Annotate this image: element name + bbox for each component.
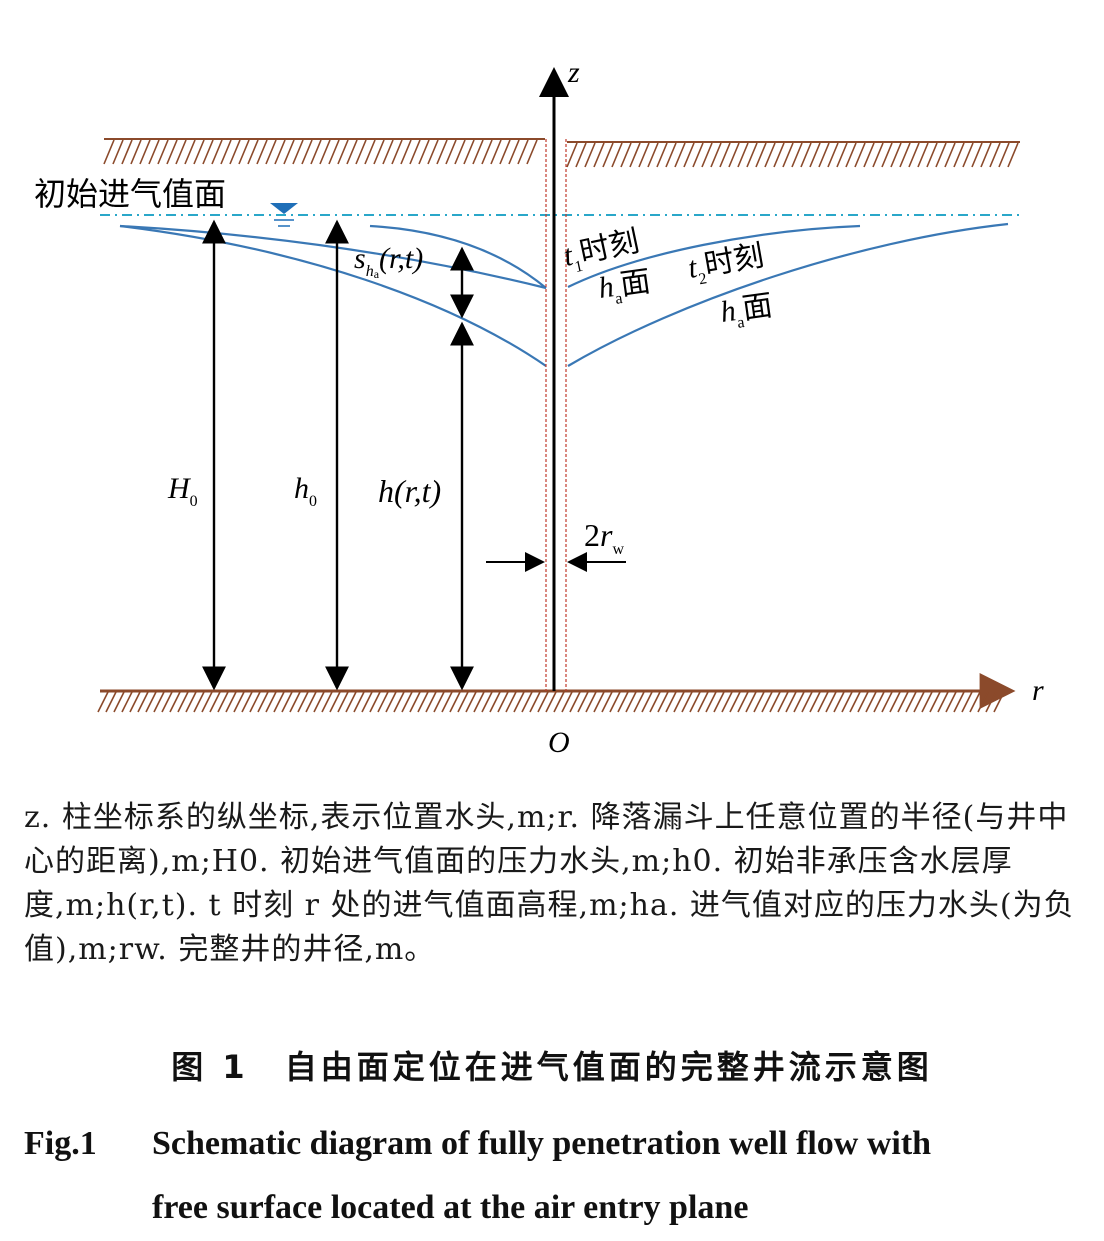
legend-text: z. 柱坐标系的纵坐标,表示位置水头,m;r. 降落漏斗上任意位置的半径(与井中… <box>24 800 1075 967</box>
figure-title-cn: 图 1 自由面定位在进气值面的完整井流示意图 <box>171 1048 933 1086</box>
sha-label: sha(r,t) <box>354 242 423 281</box>
figure-label: Fig.1 <box>24 1125 97 1162</box>
t1-ha-label: ha面 <box>596 264 653 310</box>
r-axis-label: r <box>1032 674 1044 707</box>
drawdown-curves <box>119 222 1009 367</box>
initial-air-entry-label: 初始进气值面 <box>34 175 226 213</box>
rw-label: 2rw <box>584 517 624 558</box>
well-flow-diagram: z r O 初始进气值面 H0 h0 h(r,t) sha(r,t) t1时刻 … <box>34 56 1044 759</box>
water-table-marker <box>270 203 298 227</box>
ground-base <box>97 673 1016 713</box>
H0-label: H0 <box>167 472 198 510</box>
ground-surface-top <box>103 138 1020 168</box>
hrt-label: h(r,t) <box>378 473 441 509</box>
figure-title-en: Fig.1 Schematic diagram of fully penetrat… <box>24 1112 1084 1240</box>
t2-ha-label: ha面 <box>718 288 775 334</box>
well <box>545 139 567 691</box>
z-axis-label: z <box>567 56 580 89</box>
figure-title-en-line1: Schematic diagram of fully penetration w… <box>152 1125 932 1162</box>
figure-title-en-line2: free surface located at the air entry pl… <box>152 1189 749 1226</box>
origin-label: O <box>548 726 570 759</box>
h0-label: h0 <box>294 472 317 510</box>
